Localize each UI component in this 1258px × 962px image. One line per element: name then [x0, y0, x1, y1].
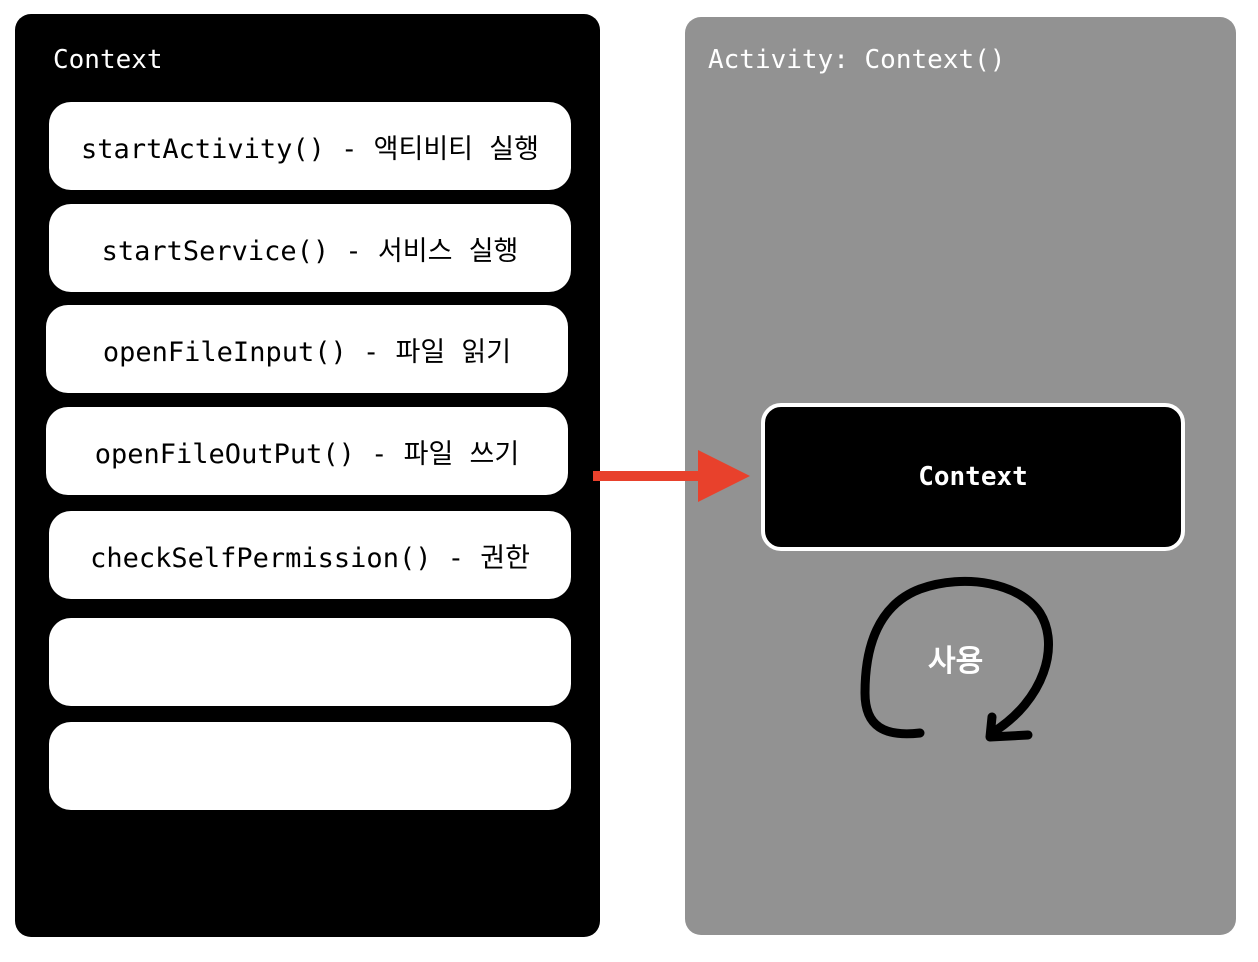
loop-arrow-icon: [860, 576, 1053, 742]
method-check-self-permission: checkSelfPermission() - 권한: [49, 511, 571, 599]
activity-panel-title: Activity: Context(): [708, 45, 1006, 75]
context-box-label: Context: [918, 462, 1028, 492]
loop-label: 사용: [928, 644, 984, 679]
method-empty-slot: [49, 618, 571, 706]
method-open-file-output: openFileOutPut() - 파일 쓰기: [46, 407, 568, 495]
method-start-activity: startActivity() - 액티비티 실행: [49, 102, 571, 190]
method-empty-slot: [49, 722, 571, 810]
method-start-service: startService() - 서비스 실행: [49, 204, 571, 292]
method-open-file-input: openFileInput() - 파일 읽기: [46, 305, 568, 393]
context-box: Context: [761, 403, 1185, 551]
context-panel-title: Context: [53, 45, 163, 75]
arrow-right-icon: [593, 450, 750, 502]
